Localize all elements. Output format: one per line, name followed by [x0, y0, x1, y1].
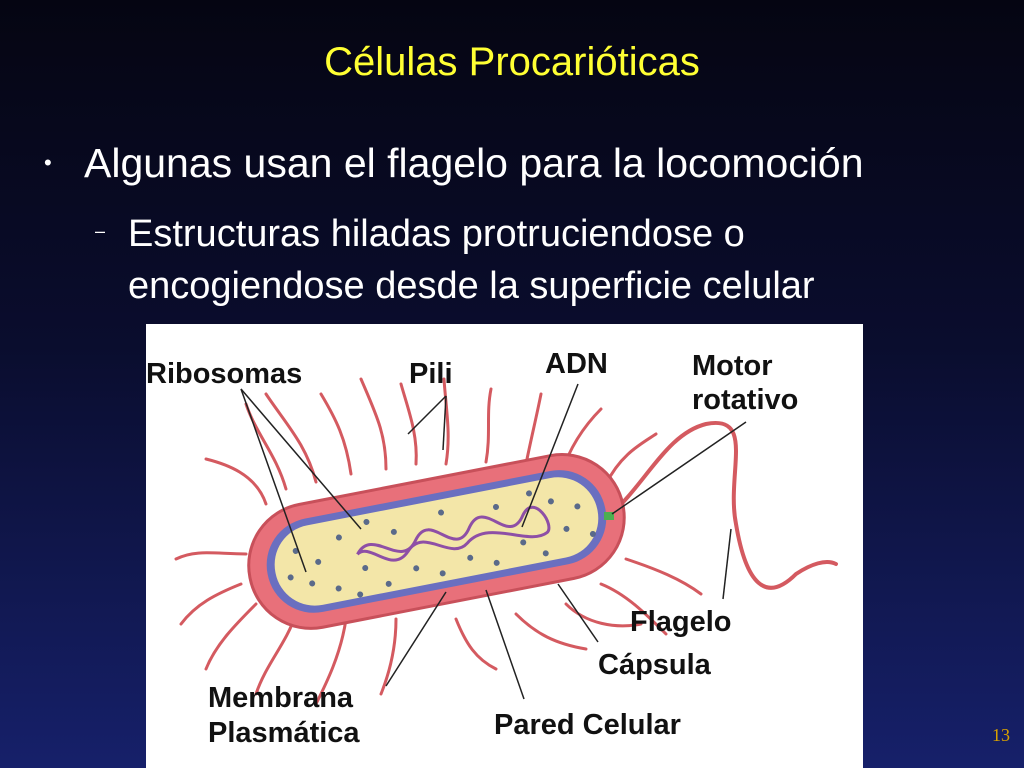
label-capsula: Cápsula: [598, 649, 711, 681]
dna-strand: [356, 505, 551, 562]
bullet-main: Algunas usan el flagelo para la locomoci…: [84, 140, 864, 186]
label-adn: ADN: [545, 348, 608, 380]
label-motor-line1: Motor: [692, 350, 773, 382]
bacterium-diagram: Ribosomas Pili ADN Motor rotativo Flagel…: [146, 324, 863, 768]
label-ribosomas: Ribosomas: [146, 358, 303, 390]
label-membrana-line2: Plasmática: [208, 717, 360, 749]
bacterium-illustration: [174, 377, 838, 706]
slide-title: Células Procarióticas: [324, 40, 700, 84]
bullet-sub: Estructuras hiladas protruciendose o enc…: [128, 213, 815, 307]
label-membrana-line1: Membrana: [208, 682, 354, 714]
label-flagelo: Flagelo: [630, 606, 732, 638]
bullet-dot: •: [44, 150, 52, 175]
sub-bullet-dash: –: [95, 221, 106, 241]
leader-lines: [240, 383, 747, 700]
flagellum: [606, 420, 838, 590]
label-pared-celular: Pared Celular: [494, 709, 681, 741]
rotary-motor: [604, 512, 614, 520]
label-pili: Pili: [409, 358, 453, 390]
cell-body: [247, 453, 626, 630]
label-motor-line2: rotativo: [692, 384, 799, 416]
page-number: 13: [992, 725, 1010, 745]
